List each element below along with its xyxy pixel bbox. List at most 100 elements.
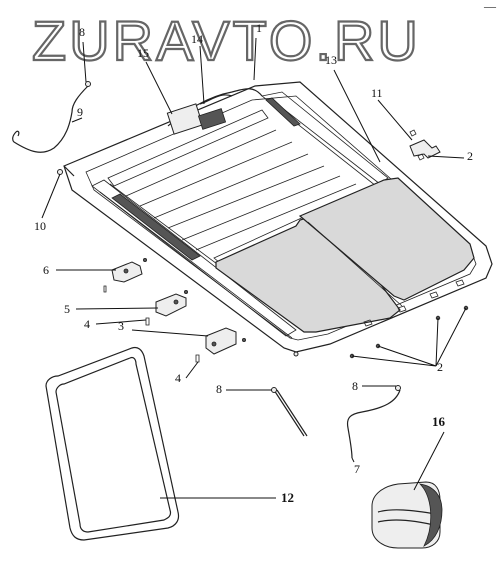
part-guide-shoe-6 bbox=[103, 257, 147, 293]
front-edge-tab-4 bbox=[455, 279, 465, 287]
bracket-screw-a bbox=[409, 129, 417, 137]
part-drain-hose-8 bbox=[271, 387, 308, 437]
frame-outline bbox=[63, 81, 493, 353]
leader-10 bbox=[41, 173, 61, 219]
callout-c6: 6 bbox=[43, 263, 49, 277]
shoe-5-hole bbox=[173, 299, 179, 305]
left-rail-line bbox=[99, 191, 293, 339]
callout-c4b: 4 bbox=[175, 371, 181, 385]
hose-clip-10 bbox=[57, 169, 63, 175]
front-edge-tab-2 bbox=[397, 305, 407, 313]
right-rail-line bbox=[271, 99, 381, 185]
cover-body bbox=[371, 481, 441, 549]
leader-5 bbox=[75, 307, 159, 310]
front-glass-panel bbox=[298, 177, 475, 301]
cover-end-cap bbox=[418, 483, 443, 547]
shoe-6-screw bbox=[103, 285, 107, 293]
sunshade-slat-5 bbox=[181, 175, 341, 241]
motor-connector bbox=[197, 108, 227, 130]
part-seal-12 bbox=[45, 346, 180, 541]
leader-7 bbox=[351, 457, 355, 463]
part-bracket-11 bbox=[409, 129, 441, 161]
bracket-screw-b bbox=[417, 153, 425, 161]
callout-c5: 5 bbox=[64, 302, 70, 316]
leader-2a bbox=[427, 155, 465, 159]
drain-hose-right bbox=[346, 389, 401, 459]
leader-3 bbox=[131, 329, 209, 337]
shoe-6-pin bbox=[142, 257, 147, 262]
bracket-11 bbox=[409, 139, 441, 159]
shoe-6-hole bbox=[123, 268, 129, 274]
callout-c13: 13 bbox=[325, 53, 337, 67]
leader-16 bbox=[413, 431, 445, 491]
callout-c10: 10 bbox=[34, 219, 46, 233]
rail-hatch-2 bbox=[265, 97, 301, 127]
leader-9 bbox=[71, 117, 83, 123]
callout-c9: 9 bbox=[77, 105, 83, 119]
callout-c4a: 4 bbox=[84, 317, 90, 331]
callout-c8a: 8 bbox=[79, 25, 85, 39]
guide-shoe-5 bbox=[155, 293, 187, 317]
right-guide-rail bbox=[261, 91, 389, 187]
leader-lines bbox=[41, 37, 467, 499]
callout-c15: 15 bbox=[137, 46, 149, 60]
front-edge-tab-3 bbox=[429, 291, 439, 299]
callout-c11: 11 bbox=[371, 86, 383, 100]
guide-shoe-3 bbox=[205, 327, 237, 355]
callout-c14: 14 bbox=[191, 32, 203, 46]
watermark-text: ZURAVTO.RU bbox=[32, 9, 421, 72]
screw-4a bbox=[145, 317, 150, 326]
frame-grommet bbox=[293, 351, 299, 357]
shoe-5-pin bbox=[183, 289, 188, 294]
sunroof-frame-assembly bbox=[63, 81, 493, 353]
part-cover-16 bbox=[371, 481, 443, 549]
leader-4b bbox=[185, 361, 199, 379]
callout-c8c: 8 bbox=[352, 379, 358, 393]
leader-4a bbox=[95, 319, 147, 325]
callout-c7: 7 bbox=[354, 462, 360, 476]
front-edge-tab-1 bbox=[363, 319, 373, 327]
rear-drain-hose bbox=[12, 85, 89, 153]
rail-hatch bbox=[111, 193, 201, 261]
callout-c3: 3 bbox=[118, 319, 124, 333]
callout-c8b: 8 bbox=[216, 382, 222, 396]
leader-13 bbox=[333, 69, 381, 163]
corner-mark: — bbox=[483, 0, 497, 13]
drain-hose-left-clip bbox=[271, 387, 277, 393]
sunshade-slat-1 bbox=[125, 129, 277, 197]
leader-8a bbox=[82, 41, 87, 83]
leader-11 bbox=[377, 99, 413, 141]
part-drain-hose-rear bbox=[12, 81, 91, 175]
leader-14 bbox=[199, 45, 205, 105]
hose-end-clip bbox=[85, 81, 91, 87]
rear-drain-tube bbox=[63, 165, 75, 177]
rear-cross-member bbox=[107, 109, 269, 187]
callout-c2a: 2 bbox=[467, 149, 473, 163]
screw-4b bbox=[195, 354, 200, 363]
rear-glass-panel bbox=[215, 211, 401, 333]
drain-hose-right-clip bbox=[395, 385, 401, 391]
leader-2b bbox=[351, 307, 467, 367]
part-guide-shoe-5 bbox=[155, 289, 188, 317]
seal-outer bbox=[45, 346, 180, 541]
glass-reflection bbox=[307, 221, 403, 307]
sunshade-slat-4 bbox=[167, 165, 325, 229]
shoe-3-pin bbox=[241, 337, 246, 342]
left-guide-rail bbox=[91, 179, 297, 337]
sunshade-slat-3 bbox=[153, 153, 309, 219]
callout-c16: 16 bbox=[432, 414, 446, 429]
shoe-3-hole bbox=[211, 341, 217, 347]
front-drain-tube bbox=[199, 94, 233, 105]
callout-c2b: 2 bbox=[437, 360, 443, 374]
part-guide-shoe-3 bbox=[145, 317, 246, 363]
seal-inner bbox=[55, 356, 172, 533]
drain-hose-left-inner bbox=[276, 389, 308, 437]
leader-15 bbox=[145, 61, 173, 115]
callout-c12: 12 bbox=[281, 490, 294, 505]
callout-c1: 1 bbox=[256, 21, 262, 35]
part-drain-hose-7 bbox=[346, 385, 401, 459]
sunshade-slat-2 bbox=[139, 141, 293, 207]
cover-ridge-1 bbox=[377, 509, 437, 515]
sunshade-slat-6 bbox=[195, 183, 357, 251]
